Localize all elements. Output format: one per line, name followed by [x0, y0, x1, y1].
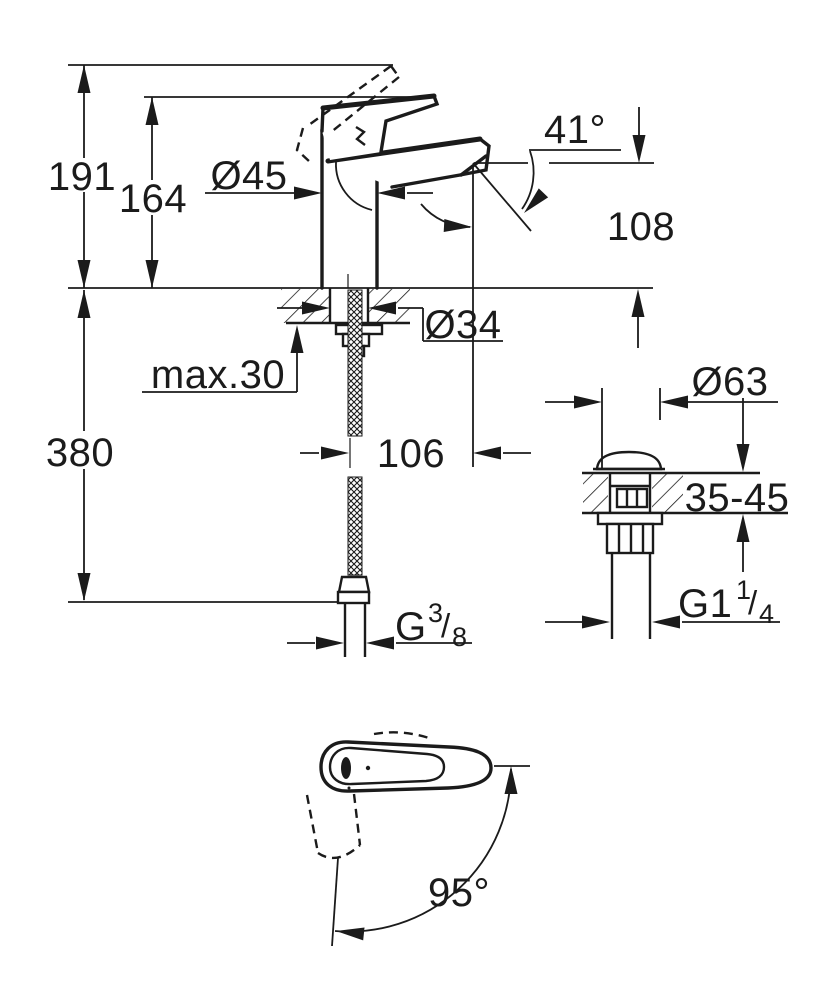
dim-basin-range: 35-45 — [685, 476, 790, 520]
supply-thread-slash: / — [441, 607, 451, 644]
dim-handle-swing-angle: 95° — [428, 871, 490, 915]
dim-handle-height: 164 — [119, 177, 187, 221]
lever-outline — [320, 94, 440, 154]
basin-hatch-right — [652, 474, 683, 512]
spout-top-edge — [325, 136, 483, 164]
outlet-thread-sup: 1 — [736, 575, 752, 605]
faucet-side-view — [68, 65, 653, 657]
dim-drain-cap-diameter: Ø63 — [691, 360, 768, 404]
handle-outline — [319, 740, 493, 793]
handle-rotated-dashed — [305, 793, 362, 860]
side-view-dimensions — [68, 64, 654, 650]
dim-shank-diameter: Ø34 — [424, 303, 501, 347]
dim-body-diameter: Ø45 — [210, 154, 287, 198]
handle-top-view — [305, 731, 530, 947]
lever-pivot-arc — [335, 161, 373, 211]
dim-hose-length: 380 — [46, 431, 114, 475]
hose-connector — [337, 575, 371, 594]
handle-marker — [341, 757, 351, 779]
outlet-thread-main: G1 — [678, 582, 732, 626]
swing-extension-line — [331, 857, 339, 947]
handle-small-dot — [347, 786, 351, 790]
spout-fill — [328, 139, 489, 187]
supply-thread-sub: 8 — [452, 622, 468, 652]
angle-41-arc-right — [521, 150, 535, 210]
supply-tailpipe — [343, 603, 367, 657]
drain-tailpipe — [610, 553, 652, 639]
drain-window-bars — [625, 489, 639, 507]
dim-deck-thickness: max.30 — [151, 353, 285, 397]
supply-thread-main: G — [395, 605, 427, 649]
drain-neck — [608, 473, 652, 513]
drain-locknut-slots — [617, 524, 645, 553]
basin-hatch-left — [583, 474, 608, 512]
dim-supply-thread: G 3 / 8 — [395, 598, 468, 652]
drain-flange — [596, 511, 664, 526]
swing-arc-95 — [334, 768, 512, 933]
outlet-thread-slash: / — [748, 584, 758, 621]
spout-outline — [390, 137, 491, 189]
supply-thread-sup: 3 — [428, 598, 444, 628]
dimension-labels: 191 164 Ø45 41° 108 Ø34 max.30 380 106 G… — [46, 108, 790, 915]
dim-spout-reach: 106 — [377, 432, 445, 476]
outlet-thread-sub: 4 — [759, 599, 775, 629]
flex-hose-lower — [347, 476, 363, 576]
handle-dot — [365, 765, 371, 771]
dim-spout-height: 108 — [607, 205, 675, 249]
handle-dashed-top — [373, 731, 433, 741]
handle-inner-outline — [328, 746, 446, 786]
lever-top-edge — [320, 93, 437, 111]
dim-outlet-thread: G1 1 / 4 — [678, 575, 775, 629]
hose-connector-nut — [336, 590, 371, 605]
angle-41-spray-line — [472, 162, 532, 232]
body-break-zigzag — [355, 125, 366, 146]
ext-lines-63 — [601, 388, 661, 468]
drain-cap-dome — [595, 450, 663, 471]
mounting-shank — [328, 288, 370, 324]
drain-assembly-view — [545, 388, 788, 639]
dim-spout-angle: 41° — [544, 108, 606, 152]
dim-total-height: 191 — [48, 155, 116, 199]
flex-hose-upper — [347, 289, 363, 437]
drain-window — [615, 487, 649, 509]
